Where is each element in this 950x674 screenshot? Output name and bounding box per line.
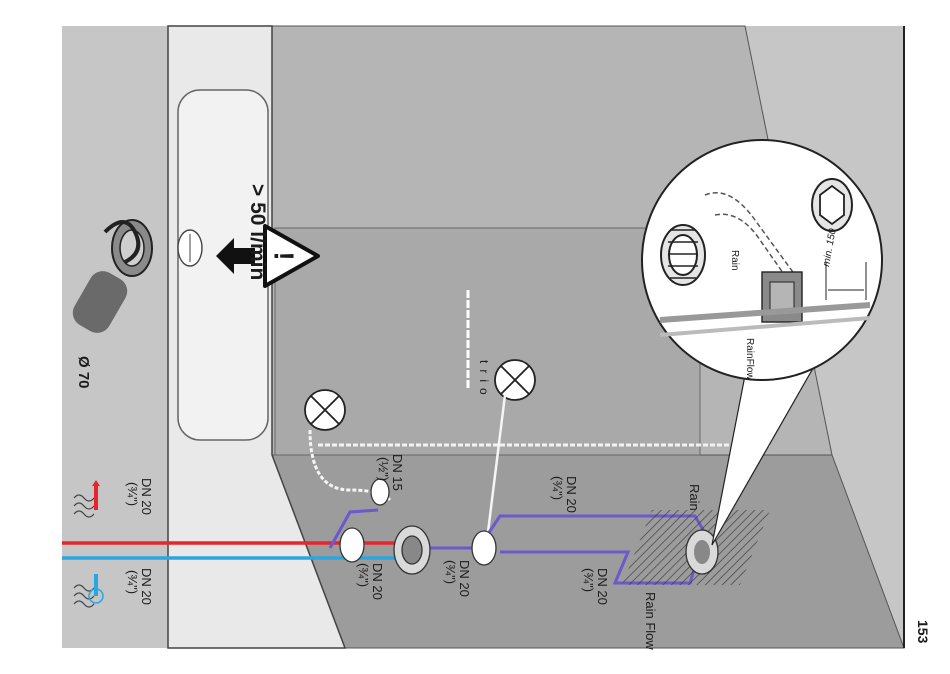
upper-dn-size: (¾") bbox=[550, 476, 565, 500]
rain-label: Rain bbox=[687, 484, 702, 511]
mixer-dn-size: (¾") bbox=[356, 563, 371, 587]
cold-dn-size: (¾") bbox=[125, 570, 140, 594]
diverter-dn-size: (¾") bbox=[443, 560, 458, 584]
diverter-dn-label: DN 20 bbox=[457, 560, 472, 597]
detail-rainflow-label: RainFlow bbox=[744, 338, 755, 380]
hot-dn-label: DN 20 bbox=[139, 478, 154, 515]
detail-magnifier bbox=[642, 140, 882, 380]
drain-diameter-label: Ø 70 bbox=[75, 356, 92, 389]
trio-label: trio bbox=[477, 360, 491, 401]
detail-rain-label: Rain bbox=[729, 250, 740, 271]
rainflow-label: Rain Flow bbox=[643, 592, 658, 650]
dn15-label: DN 15 bbox=[390, 454, 405, 491]
flow-rate-label: > 50 l/min bbox=[246, 184, 269, 280]
mixer-dn-label: DN 20 bbox=[370, 563, 385, 600]
lower-dn-size: (¾") bbox=[581, 568, 596, 592]
cold-dn-label: DN 20 bbox=[139, 568, 154, 605]
svg-text:!: ! bbox=[269, 251, 300, 260]
upper-dn-label: DN 20 bbox=[564, 476, 579, 513]
hot-dn-size: (¾") bbox=[125, 482, 140, 506]
lower-dn-label: DN 20 bbox=[595, 568, 610, 605]
dn15-size: (½") bbox=[376, 457, 391, 481]
page-number: 153 bbox=[915, 620, 931, 644]
